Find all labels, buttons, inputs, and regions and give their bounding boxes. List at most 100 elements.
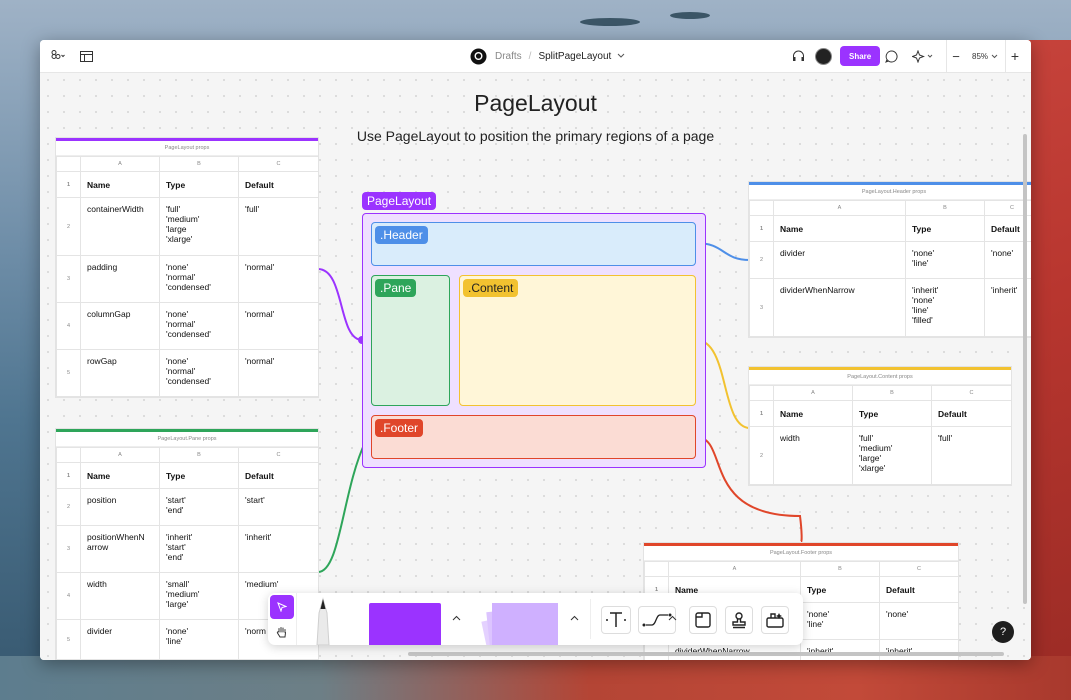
cell-name[interactable]: dividerWhenNarrow	[773, 278, 906, 337]
row-number[interactable]: 1	[56, 462, 81, 489]
column-letter[interactable]: B	[905, 200, 985, 216]
column-letter[interactable]: B	[800, 561, 880, 577]
cell-default[interactable]: 'none'	[879, 602, 958, 640]
row-number[interactable]: 2	[749, 241, 774, 279]
cell-name[interactable]: containerWidth	[80, 197, 160, 256]
cell-name[interactable]: padding	[80, 255, 160, 303]
column-letter[interactable]: B	[159, 447, 239, 463]
cell-type[interactable]: 'small' 'medium' 'large'	[159, 572, 239, 620]
row-number[interactable]: 3	[56, 255, 81, 303]
sticky-options-chevron[interactable]	[567, 611, 581, 625]
sticky-note-tool-button[interactable]	[478, 601, 564, 645]
cell-type[interactable]: 'none' 'line'	[800, 602, 880, 640]
cell-name[interactable]: position	[80, 488, 160, 526]
row-number[interactable]: 5	[56, 349, 81, 397]
cell-type[interactable]: 'none' 'line'	[905, 241, 985, 279]
audio-button[interactable]	[790, 40, 806, 72]
column-header[interactable]: Default	[879, 576, 958, 603]
canvas[interactable]: PageLayout Use PageLayout to position th…	[40, 72, 1031, 660]
row-number[interactable]: 2	[749, 426, 774, 485]
cell-default[interactable]: 'inherit'	[238, 525, 318, 573]
cell-default[interactable]: 'inherit'	[879, 639, 958, 660]
column-header[interactable]: Name	[80, 462, 160, 489]
column-header[interactable]: Default	[238, 462, 318, 489]
row-number[interactable]: 5	[56, 619, 81, 660]
file-name[interactable]: SplitPageLayout	[538, 50, 612, 62]
cell-name[interactable]: width	[80, 572, 160, 620]
cell-default[interactable]: 'normal'	[238, 302, 318, 350]
cell-name[interactable]: divider	[80, 619, 160, 660]
row-number[interactable]: 1	[749, 215, 774, 242]
column-header[interactable]: Name	[773, 215, 906, 242]
column-header[interactable]: Type	[159, 171, 239, 198]
column-letter[interactable]: C	[238, 156, 318, 172]
column-letter[interactable]: B	[852, 385, 932, 401]
cell-type[interactable]: 'inherit'	[800, 639, 880, 660]
layout-toggle-button[interactable]	[78, 40, 94, 72]
row-number[interactable]: 2	[56, 197, 81, 256]
cell-type[interactable]: 'inherit' 'none' 'line' 'filled'	[905, 278, 985, 337]
cell-default[interactable]: 'full'	[238, 197, 318, 256]
cell-type[interactable]: 'none' 'normal' 'condensed'	[159, 349, 239, 397]
zoom-out-button[interactable]: −	[952, 48, 960, 64]
column-header[interactable]: Type	[800, 576, 880, 603]
column-letter[interactable]: A	[668, 561, 801, 577]
column-letter[interactable]: A	[80, 447, 160, 463]
cell-type[interactable]: 'inherit' 'start' 'end'	[159, 525, 239, 573]
row-number[interactable]: 4	[56, 302, 81, 350]
zoom-level[interactable]: 85%	[972, 40, 998, 72]
column-letter[interactable]: C	[931, 385, 1011, 401]
stamp-tool-button[interactable]	[725, 606, 753, 634]
cell-name[interactable]: rowGap	[80, 349, 160, 397]
column-header[interactable]: Default	[238, 171, 318, 198]
breadcrumb-drafts[interactable]: Drafts	[495, 50, 522, 62]
cell-name[interactable]: positionWhenN arrow	[80, 525, 160, 573]
chevron-down-icon[interactable]	[617, 53, 625, 59]
row-number[interactable]: 4	[56, 572, 81, 620]
comments-button[interactable]	[883, 40, 899, 72]
cell-name[interactable]: divider	[773, 241, 906, 279]
plugins-button[interactable]	[910, 40, 936, 72]
row-number[interactable]: 3	[56, 525, 81, 573]
cell-default[interactable]: 'start'	[238, 488, 318, 526]
cell-default[interactable]: 'normal'	[238, 255, 318, 303]
column-header[interactable]: Name	[80, 171, 160, 198]
widgets-tool-button[interactable]	[761, 606, 789, 634]
row-number[interactable]: 3	[749, 278, 774, 337]
column-letter[interactable]: B	[159, 156, 239, 172]
row-number[interactable]: 1	[749, 400, 774, 427]
column-letter[interactable]: A	[773, 385, 853, 401]
vertical-scrollbar[interactable]	[1023, 134, 1027, 604]
cell-type[interactable]: 'none' 'normal' 'condensed'	[159, 255, 239, 303]
share-button[interactable]: Share	[840, 46, 881, 66]
cell-type[interactable]: 'none' 'line'	[159, 619, 239, 660]
column-letter[interactable]: C	[879, 561, 958, 577]
cell-type[interactable]: 'none' 'normal' 'condensed'	[159, 302, 239, 350]
pen-tool-button[interactable]	[308, 597, 338, 645]
horizontal-scrollbar[interactable]	[408, 652, 1004, 656]
cell-default[interactable]: 'full'	[931, 426, 1011, 485]
avatar[interactable]	[815, 47, 832, 65]
select-tool-button[interactable]	[270, 595, 294, 619]
shape-tool-button[interactable]	[369, 603, 441, 645]
column-header[interactable]: Name	[773, 400, 853, 427]
footer-region[interactable]	[371, 415, 696, 459]
text-tool-button[interactable]	[601, 606, 631, 634]
column-letter[interactable]: A	[80, 156, 160, 172]
row-number[interactable]: 2	[56, 488, 81, 526]
zoom-in-button[interactable]: +	[1010, 48, 1020, 64]
column-header[interactable]: Default	[931, 400, 1011, 427]
